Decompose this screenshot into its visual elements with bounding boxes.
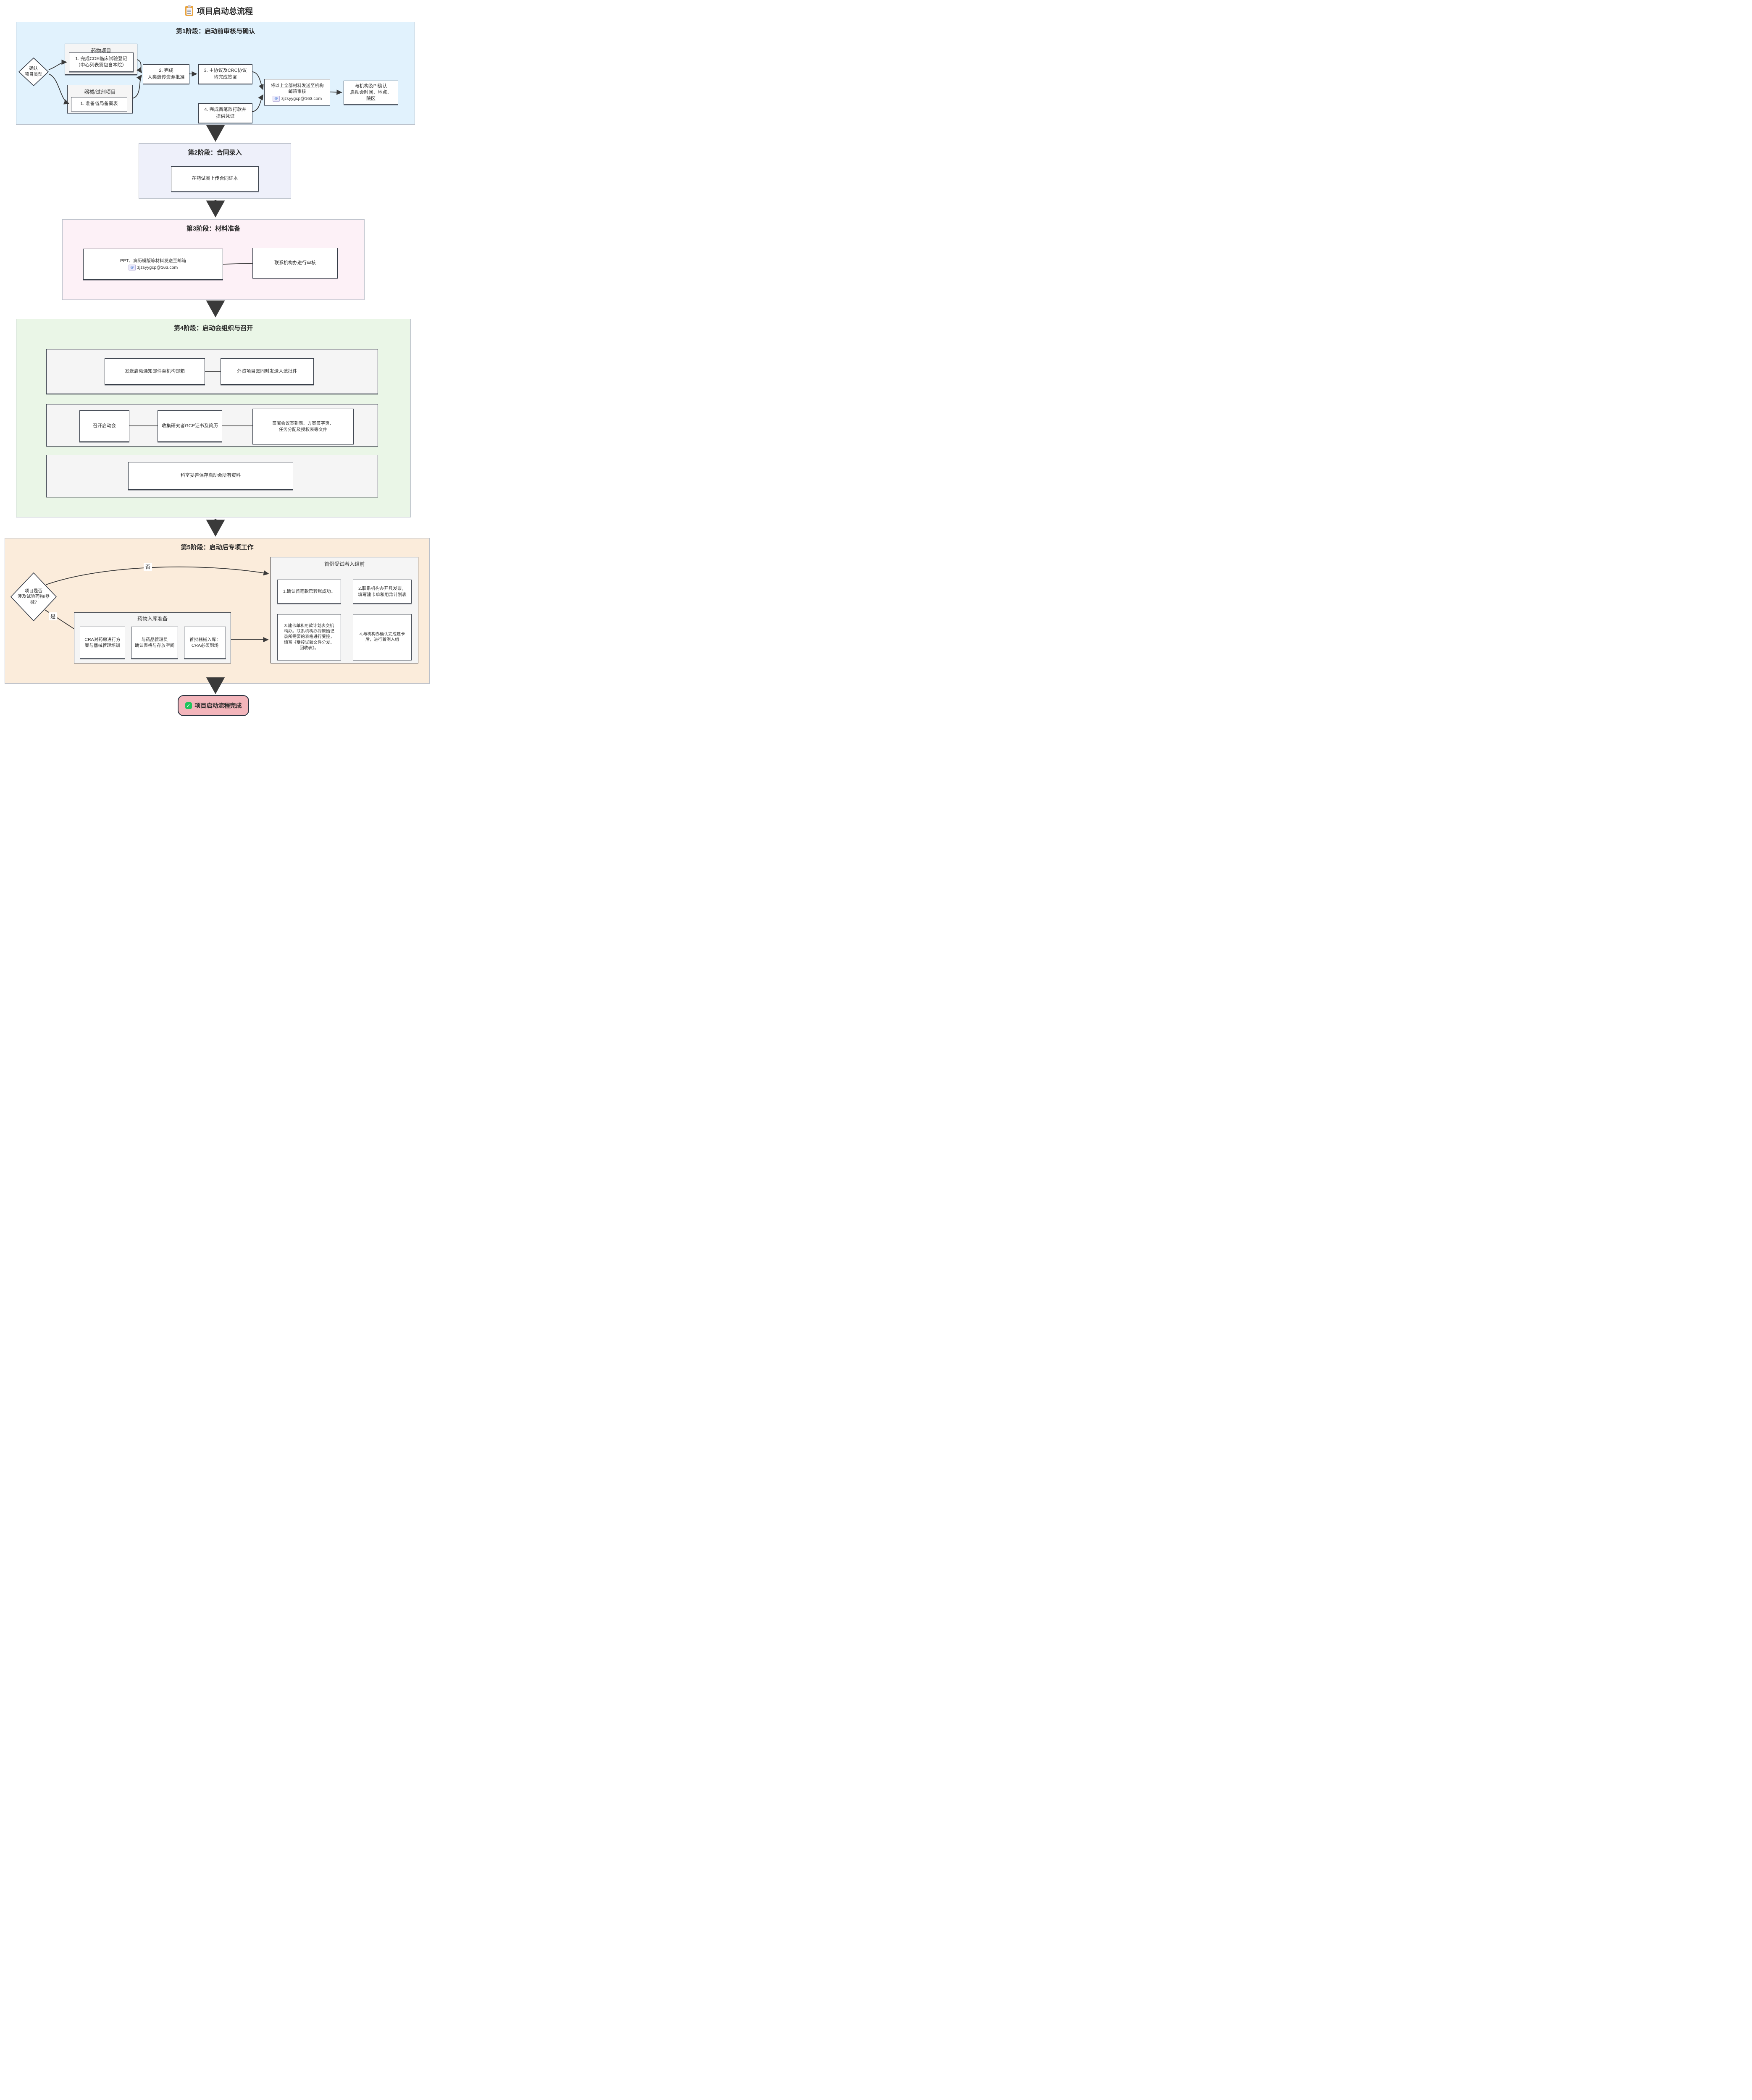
node-sign-meeting-documents: 签署会议签到表、方案签字页、 任务分配及授权表等文件: [252, 409, 354, 444]
stage-4-label: 第4阶段：启动会组织与召开: [173, 325, 253, 332]
stage4-row-1-container: [46, 349, 378, 394]
flowchart-canvas: 项目启动总流程 第1阶段：启动前审核与确认 第2阶段：合同录入 第3阶段：材料准…: [0, 0, 438, 740]
node-collect-gcp-certificates: 收集研究者GCP证书及简历: [158, 410, 222, 442]
node-hold-kickoff-meeting: 召开启动会: [79, 410, 129, 442]
node-first-device-storage: 首批器械入库： CRA必须到场: [184, 627, 226, 659]
node-controlled-documents: 3.建卡单和用款计划表交机 构办。联系机构办对原始记 录所需要的表格进行受控， …: [277, 614, 341, 660]
decision-involves-drug-device: 项目是否 涉及试验药物/器 械?: [11, 572, 57, 621]
node-cde-registration: 1. 完成CDE临床试验登记 （中心列表需包含本院）: [69, 52, 134, 72]
node-confirm-forms-storage: 与药品管理员 确认表格与存放空间: [131, 627, 178, 659]
send-materials-email-row: @ zjzsyygcp@163.com: [272, 95, 322, 102]
drug-prep-group-title: 药物入库准备: [137, 616, 168, 622]
final-node-text: 项目启动流程完成: [194, 702, 242, 709]
stage-2-label: 第2阶段：合同录入: [188, 149, 242, 156]
stage-3-label: 第3阶段：材料准备: [186, 225, 241, 232]
stage-5-label: 第5阶段：启动后专项工作: [181, 544, 254, 551]
node-first-payment: 4. 完成首笔款打款并 提供凭证: [198, 103, 252, 123]
node-send-materials-email: 将以上全部材料发送至机构 邮箱审核 @ zjzsyygcp@163.com: [264, 79, 330, 105]
email-address: zjzsyygcp@163.com: [281, 96, 322, 101]
branch-no-label: 否: [144, 563, 152, 571]
decision-project-type-text: 确认 项目类型: [25, 66, 42, 77]
node-contact-office-review: 联系机构办进行审核: [252, 248, 338, 278]
clipboard-icon: [185, 5, 193, 16]
node-confirm-card-first-enroll: 4.与机构办确认完成建卡 后，进行首例入组: [353, 614, 412, 660]
node-archive-kickoff-materials: 科室妥善保存启动会所有资料: [128, 462, 293, 490]
pre-enroll-group-title: 首例受试者入组前: [324, 561, 365, 567]
node-confirm-meeting-with-pi: 与机构及PI确认 启动会时间、地点、 院区: [344, 81, 398, 105]
device-project-group-title: 器械/试剂项目: [84, 89, 116, 95]
email-address: zjzsyygcp@163.com: [137, 265, 178, 270]
decision-project-type: 确认 项目类型: [18, 58, 49, 86]
email-icon: @: [128, 265, 136, 271]
node-confirm-first-payment-transfer: 1.确认首笔款已转账成功。: [277, 580, 341, 604]
email-icon: @: [272, 95, 280, 102]
decision-involves-drug-device-text: 项目是否 涉及试验药物/器 械?: [17, 588, 50, 605]
node-cra-pharmacy-training: CRA对药房进行方 案与器械管理培训: [80, 627, 125, 659]
node-provincial-filing: 1. 准备省局备案表: [71, 97, 127, 111]
node-foreign-hgr-approval: 外资项目需同时发送人遗批件: [221, 358, 314, 385]
final-node: ✓ 项目启动流程完成: [178, 695, 249, 716]
stage-1-label: 第1阶段：启动前审核与确认: [176, 28, 255, 35]
ppt-materials-email-row: @ zjzsyygcp@163.com: [128, 265, 178, 271]
node-send-kickoff-notice: 发送启动通知邮件至机构邮箱: [105, 358, 205, 385]
branch-yes-label: 是: [49, 612, 58, 620]
node-invoice-card-plan: 2.联系机构办开具发票， 填写建卡单和用款计划表: [353, 580, 412, 604]
node-agreements-signed: 3. 主协议及CRC协议 均完成签署: [198, 64, 252, 84]
node-genetic-resource-approval: 2. 完成 人类遗传资源批准: [143, 64, 189, 84]
ppt-materials-text: PPT、病历模版等材料发送至邮箱: [120, 258, 186, 263]
send-materials-text: 将以上全部材料发送至机构 邮箱审核: [271, 83, 324, 94]
flowchart-title-bar: 项目启动总流程: [0, 5, 438, 16]
page-title: 项目启动总流程: [197, 7, 253, 16]
check-icon: ✓: [185, 702, 192, 709]
drug-project-group-title: 药物项目: [91, 48, 111, 54]
node-upload-contract: 在药试圈上传合同证本: [171, 166, 259, 192]
node-ppt-materials-email: PPT、病历模版等材料发送至邮箱 @ zjzsyygcp@163.com: [83, 249, 223, 280]
